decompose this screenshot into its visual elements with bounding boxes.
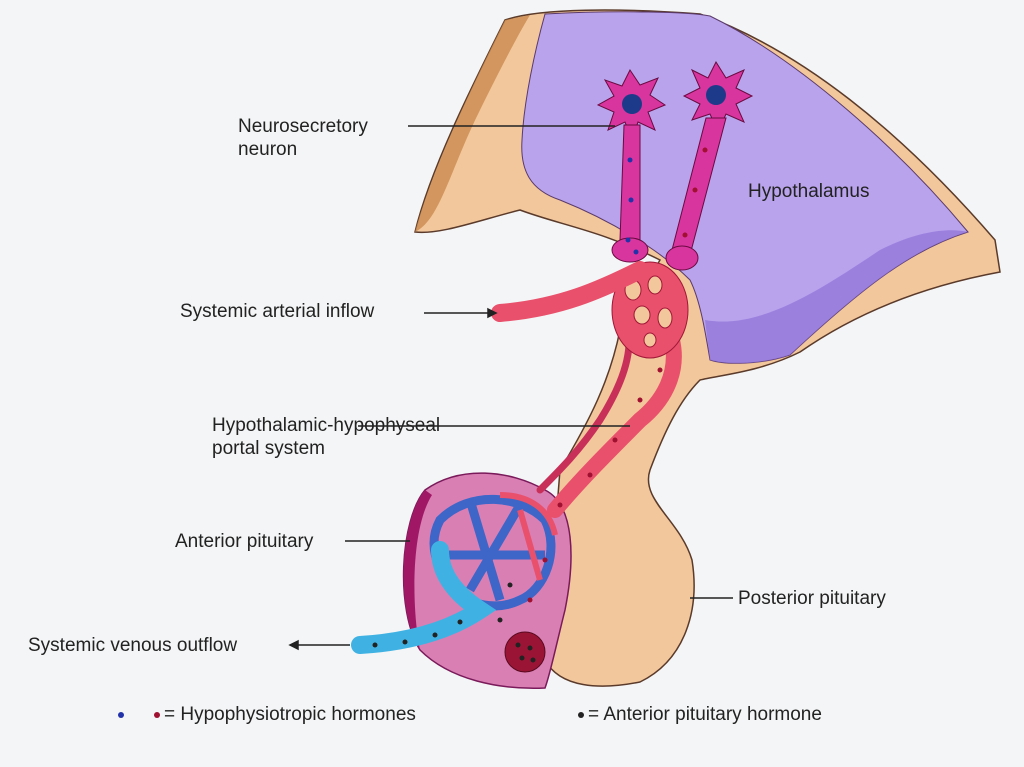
anterior-pituitary-rim xyxy=(403,490,432,650)
legend-hypophysiotropic: = Hypophysiotropic hormones xyxy=(118,703,416,726)
label-line: Hypothalamic-hypophyseal xyxy=(212,415,441,436)
anterior-pituitary-label: Anterior pituitary xyxy=(175,531,314,552)
brain-edge-shadow xyxy=(415,15,530,232)
legend-anterior-hormone: = Anterior pituitary hormone xyxy=(578,703,822,726)
posterior-pituitary-label: Posterior pituitary xyxy=(738,588,886,609)
leader-lines xyxy=(288,125,733,651)
anterior-pituitary-cell xyxy=(504,631,546,673)
hypothalamus-region xyxy=(521,11,969,364)
hypothalamus-label: Hypothalamus xyxy=(748,181,870,202)
label-line: portal system xyxy=(212,438,325,459)
arterial-inflow-label: Systemic arterial inflow xyxy=(180,301,375,322)
venous-outflow-vessel xyxy=(351,541,497,654)
hormone-dots-red xyxy=(527,147,708,603)
legend-text: = Hypophysiotropic hormones xyxy=(164,704,416,725)
black-dot-icon xyxy=(578,711,584,718)
arterial-inflow-vessel xyxy=(491,261,649,322)
portal-system-label: Hypothalamic-hypophyseal portal system xyxy=(212,414,440,460)
label-line: Neurosecretory xyxy=(238,116,368,137)
hormone-dots-black xyxy=(372,582,513,648)
label-line: neuron xyxy=(238,139,298,160)
hormone-dots-blue xyxy=(625,157,639,255)
hypothalamus-shade xyxy=(705,230,968,364)
legend-text: = Anterior pituitary hormone xyxy=(588,704,822,725)
venous-outflow-label: Systemic venous outflow xyxy=(28,635,238,656)
blue-dot-icon xyxy=(118,711,124,718)
neurosecretory-neuron-label: Neurosecretory neuron xyxy=(238,115,368,161)
red-dot-icon xyxy=(154,711,160,718)
